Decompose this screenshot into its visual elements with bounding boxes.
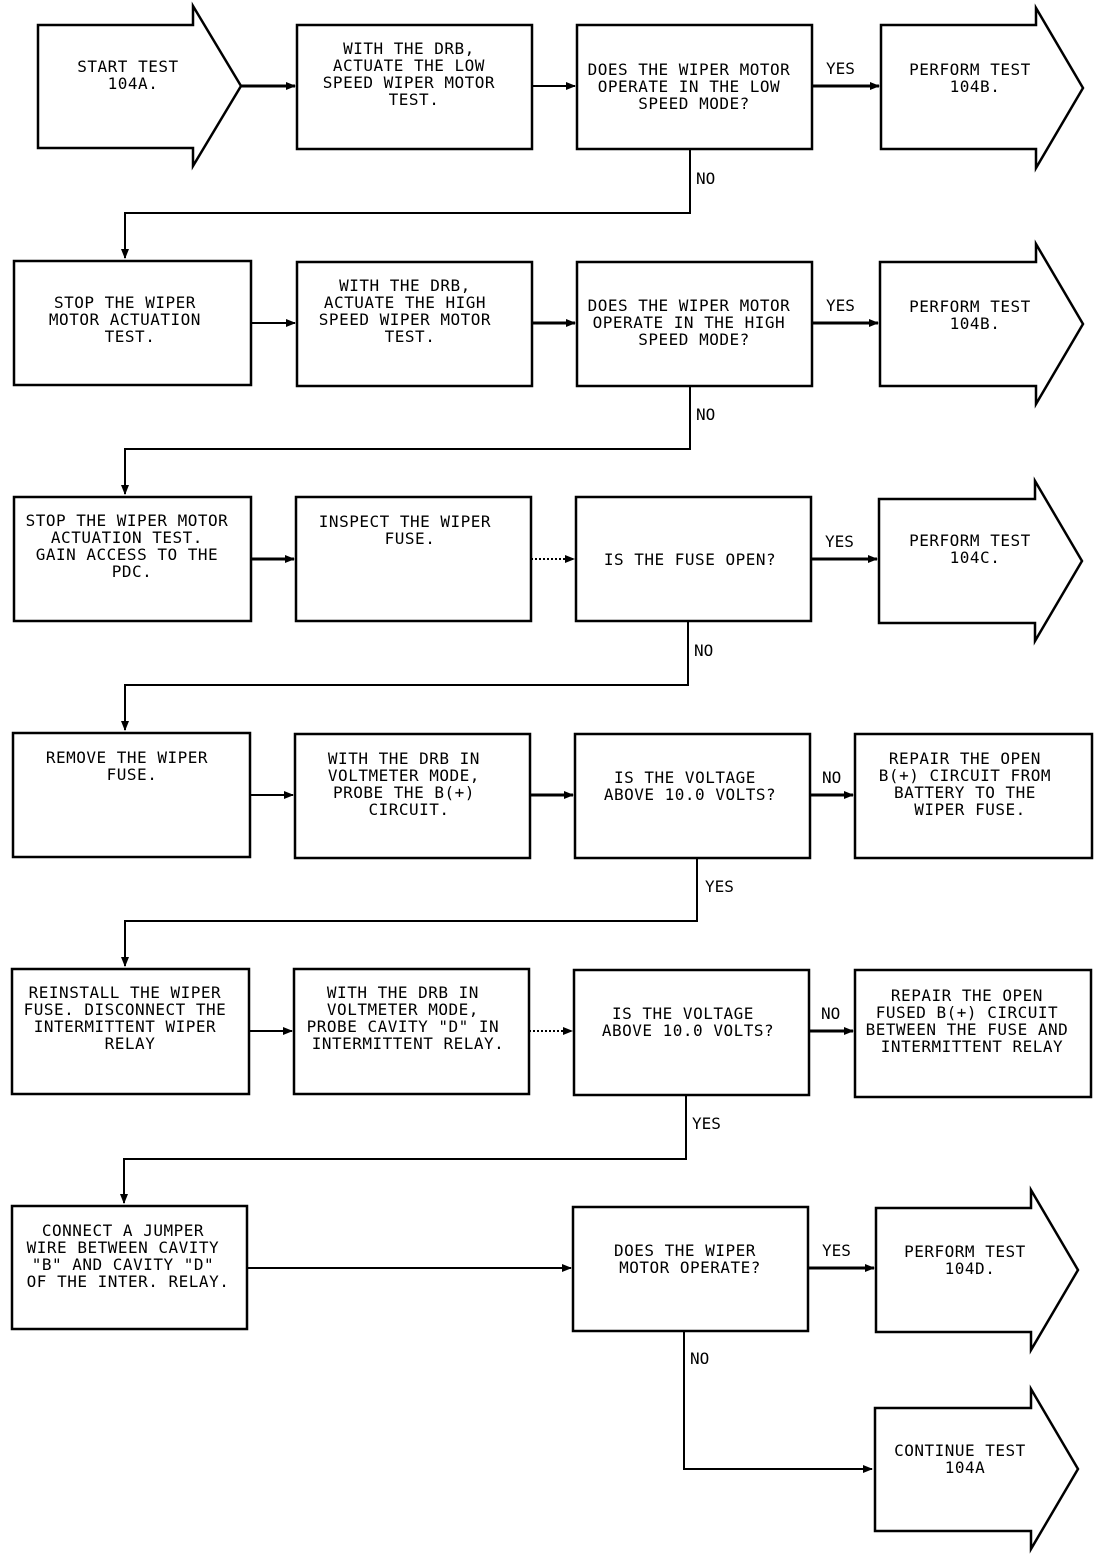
connector-no-fuse-open [121,621,689,731]
inspect-fuse-text: INSPECT THE WIPER FUSE. [319,512,501,548]
reinstall-fuse-text: REINSTALL THE WIPER FUSE. DISCONNECT THE… [24,983,237,1053]
voltage-decision-text-2: IS THE VOLTAGE ABOVE 10.0 VOLTS? [602,1004,774,1040]
yes-label-row3: YES [825,532,854,551]
voltage-decision-text-1: IS THE VOLTAGE ABOVE 10.0 VOLTS? [604,768,776,804]
perform-test-104b-text-2: PERFORM TEST 104B. [909,297,1041,333]
stop-actuation-text: STOP THE WIPER MOTOR ACTUATION TEST. [49,293,211,346]
no-label-row2: NO [696,405,715,424]
remove-fuse-text: REMOVE THE WIPER FUSE. [46,748,218,784]
stop-and-gain-access-box [12,495,253,623]
perform-test-104b-arrow-1 [879,3,1085,173]
low-speed-decision-box [575,23,814,151]
high-speed-decision-text: DOES THE WIPER MOTOR OPERATE IN THE HIGH… [588,296,801,349]
no-label-row3: NO [694,641,713,660]
high-speed-decision-box [575,260,814,388]
voltage-decision-box-1 [573,732,812,860]
repair-fused-b-plus-text: REPAIR THE OPEN FUSED B(+) CIRCUIT BETWE… [866,986,1079,1056]
connect-jumper-box [10,1204,249,1331]
connector-no-motor-operate [683,1331,873,1473]
remove-fuse-box [11,731,252,859]
no-label-row5: NO [821,1004,840,1023]
no-label-row6: NO [690,1349,709,1368]
probe-cavity-d-text: WITH THE DRB IN VOLTMETER MODE, PROBE CA… [307,983,510,1053]
connect-jumper-text: CONNECT A JUMPER WIRE BETWEEN CAVITY "B"… [27,1221,230,1291]
yes-label-row6: YES [822,1241,851,1260]
motor-operate-decision-box [571,1205,810,1333]
perform-test-104c-text: PERFORM TEST 104C. [909,531,1041,567]
connector-no-low-speed [121,149,691,259]
perform-test-104d-arrow [874,1185,1080,1355]
perform-test-104b-arrow-2 [878,239,1085,409]
repair-b-plus-text: REPAIR THE OPEN B(+) CIRCUIT FROM BATTER… [879,749,1061,819]
connector-yes-voltage-1 [121,858,698,967]
motor-operate-decision-text: DOES THE WIPER MOTOR OPERATE? [614,1241,766,1277]
continue-test-arrow [873,1384,1080,1554]
yes-label-row5: YES [692,1114,721,1133]
connector-yes-voltage-2 [120,1095,687,1204]
probe-cavity-d-box [292,967,531,1096]
perform-test-104d-text: PERFORM TEST 104D. [904,1242,1036,1278]
no-label-row1: NO [696,169,715,188]
actuate-high-speed-text: WITH THE DRB, ACTUATE THE HIGH SPEED WIP… [319,276,501,346]
fuse-open-decision-text: IS THE FUSE OPEN? [604,550,776,569]
start-arrow [36,1,243,171]
fuse-open-decision-box [574,495,813,623]
actuate-low-speed-box [295,23,534,151]
low-speed-decision-text: DOES THE WIPER MOTOR OPERATE IN THE LOW … [588,60,801,113]
actuate-high-speed-box [295,260,534,388]
voltage-decision-box-2 [572,968,811,1097]
repair-b-plus-box [853,732,1094,860]
start-arrow-text: START TEST 104A. [77,57,188,93]
yes-label-row4: YES [705,877,734,896]
no-label-row4: NO [822,768,841,787]
reinstall-fuse-box [10,967,251,1096]
perform-test-104c-arrow [877,476,1084,646]
continue-test-text: CONTINUE TEST 104A [894,1441,1036,1477]
perform-test-104b-text-1: PERFORM TEST 104B. [909,60,1041,96]
probe-b-plus-text: WITH THE DRB IN VOLTMETER MODE, PROBE TH… [328,749,490,819]
yes-label-row2: YES [826,296,855,315]
probe-b-plus-box [293,732,532,860]
stop-and-gain-access-text: STOP THE WIPER MOTOR ACTUATION TEST. GAI… [26,511,239,581]
connector-no-high-speed [121,386,691,495]
actuate-low-speed-text: WITH THE DRB, ACTUATE THE LOW SPEED WIPE… [323,39,505,109]
inspect-fuse-box [294,495,533,623]
yes-label-row1: YES [826,59,855,78]
repair-fused-b-plus-box [853,968,1093,1099]
